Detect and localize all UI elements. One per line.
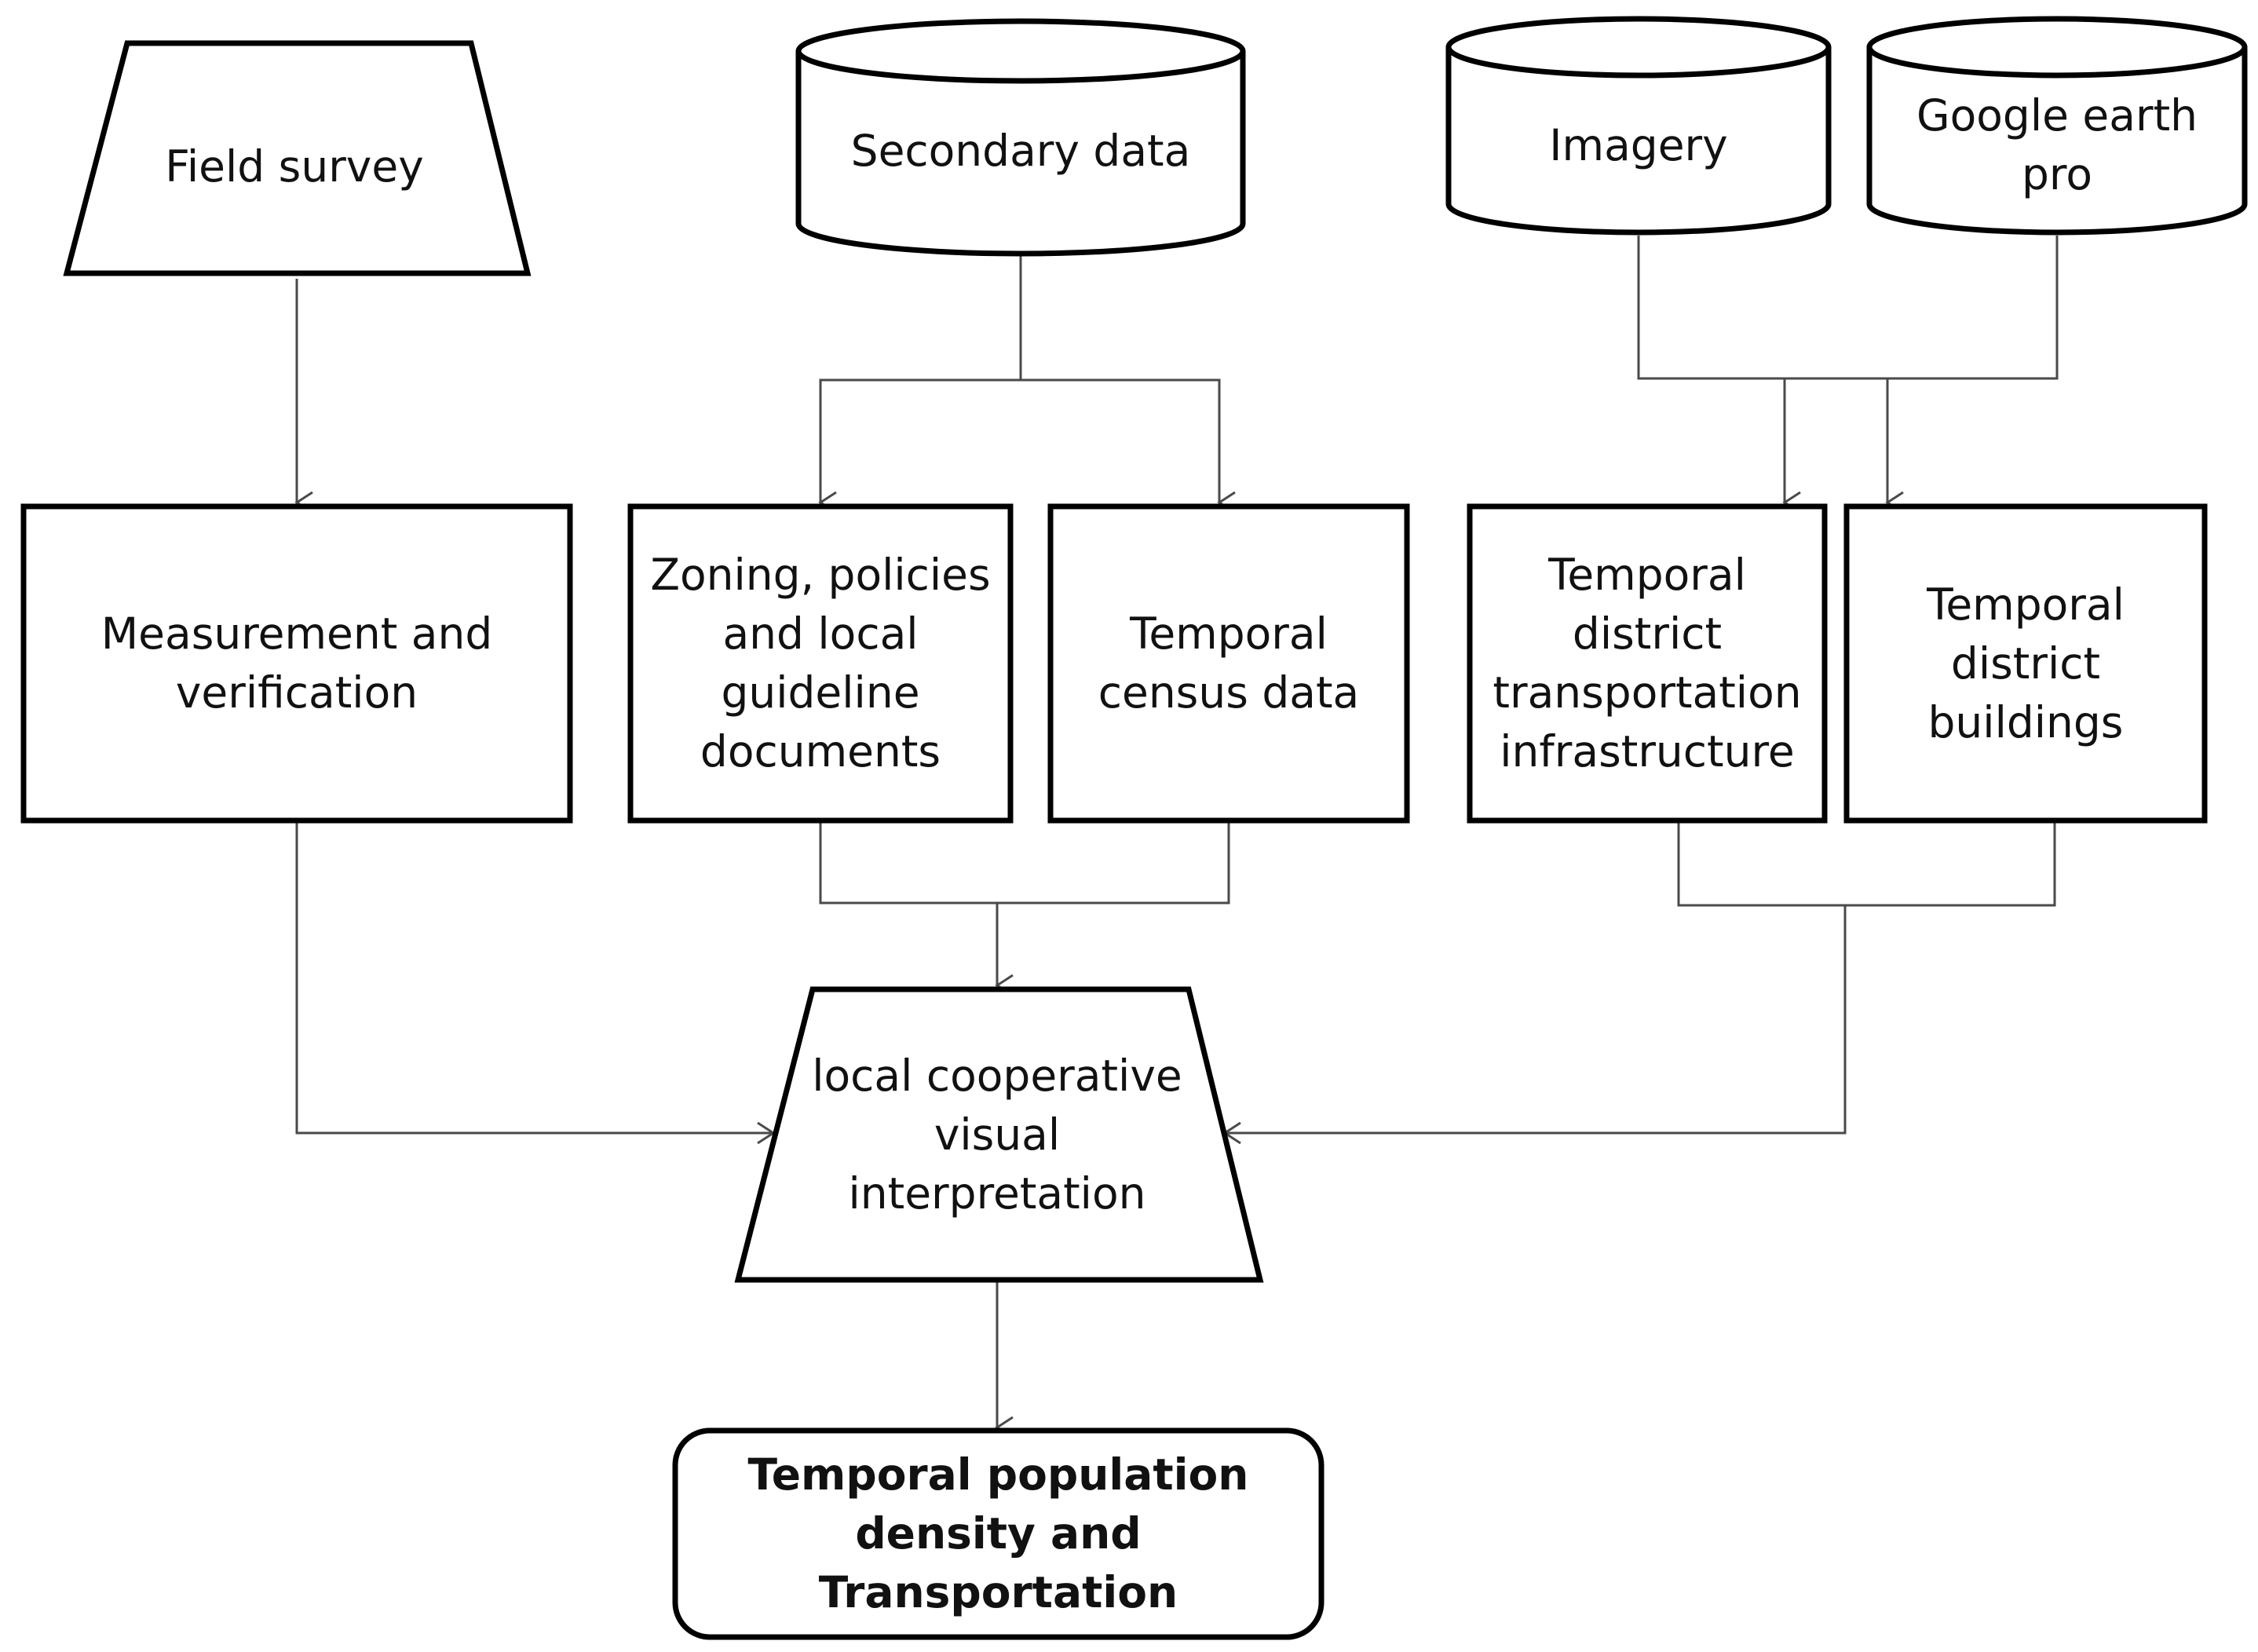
temporal-transport-label: Temporal district transportation infrast… xyxy=(1493,550,1802,777)
temporal-census-label: Temporal census data xyxy=(1098,609,1360,718)
field-survey-label: Field survey xyxy=(165,141,424,192)
secondary-data-label: Secondary data xyxy=(850,126,1191,176)
secondary-data-shape xyxy=(795,18,1246,257)
connector-transport-buildings-merge xyxy=(1677,822,2056,907)
connector-measurement-to-interpretation xyxy=(295,822,776,1145)
imagery-label: Imagery xyxy=(1549,119,1728,170)
temporal-buildings-shape xyxy=(1843,503,2208,824)
imagery-shape xyxy=(1445,16,1832,236)
connector-imagery-down xyxy=(1637,236,2059,380)
temporal-census-shape xyxy=(1047,503,1410,824)
output-shape xyxy=(672,1427,1324,1640)
connector-zoning-census-merge xyxy=(819,822,1230,905)
measurement-verification-shape xyxy=(20,503,573,824)
zoning-policies-label: Zoning, policies and local guideline doc… xyxy=(650,550,991,777)
temporal-transport-shape xyxy=(1467,503,1828,824)
connector-secondary-to-zoning xyxy=(818,378,1021,514)
visual-interpretation-label: local cooperative visual interpretation xyxy=(812,1050,1182,1219)
connector-secondary-to-census xyxy=(1021,378,1236,514)
field-survey-shape xyxy=(63,40,532,276)
zoning-policies-shape xyxy=(627,503,1014,824)
temporal-buildings-label: Temporal district buildings xyxy=(1927,579,2125,747)
measurement-verification-label: Measurement and verification xyxy=(100,609,493,718)
visual-interpretation-shape xyxy=(734,986,1264,1283)
connector-right-to-interpretation xyxy=(1222,905,1847,1145)
google-earth-pro-shape xyxy=(1866,16,2248,236)
google-earth-pro-label: Google earth pro xyxy=(1916,90,2198,199)
output-label: Temporal population density and Transpor… xyxy=(747,1449,1249,1617)
